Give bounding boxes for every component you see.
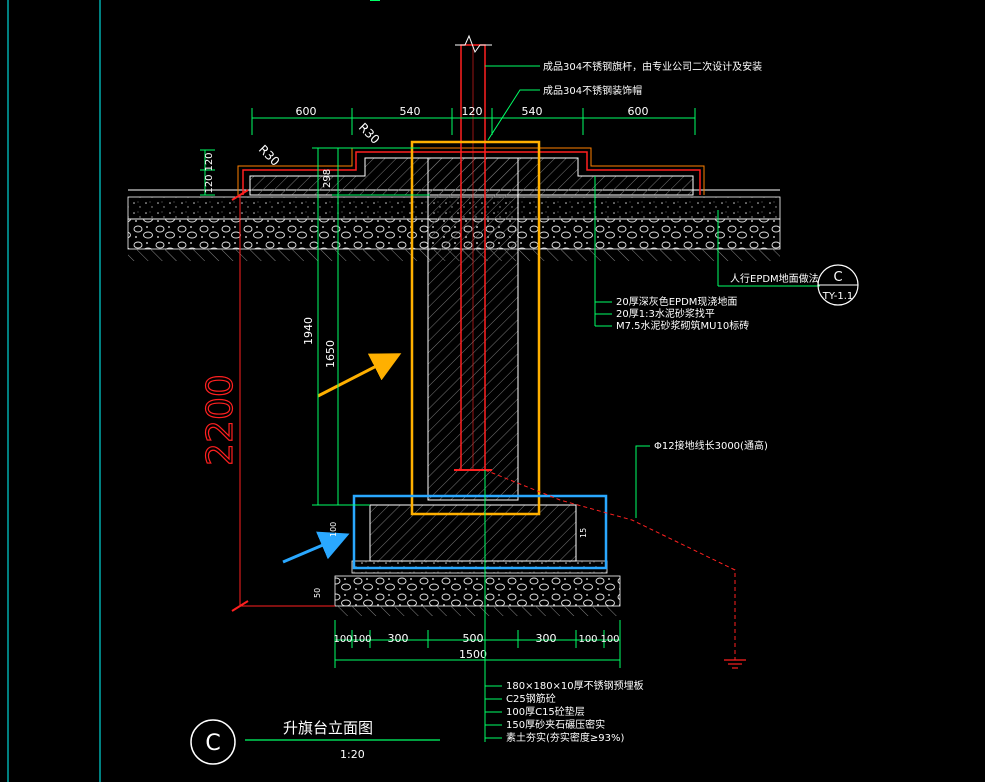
note-flagpole: 成品304不锈钢旗杆，由专业公司二次设计及安装 — [543, 60, 762, 73]
grounding-wire — [484, 469, 736, 660]
dim-1940: 1940 — [302, 317, 315, 345]
note-decor-cap: 成品304不锈钢装饰帽 — [543, 84, 642, 97]
ground-symbol — [724, 659, 746, 669]
dim-bottom-6: 100 — [578, 634, 597, 645]
dim-1650: 1650 — [324, 340, 337, 368]
leaders-top — [485, 65, 540, 141]
drawing-scale: 1:20 — [340, 748, 365, 761]
vertical-dims — [312, 147, 430, 506]
radius-right: R30 — [356, 120, 383, 147]
compacted-soil — [335, 606, 620, 616]
blue-arrow — [282, 531, 350, 564]
dim-bottom-7: 100 — [600, 634, 619, 645]
dim-bottom-2: 100 — [352, 634, 371, 645]
platform-orange-edge — [237, 147, 705, 195]
layer-top-1: 20厚深灰色EPDM现浇地面 — [616, 295, 737, 308]
radius-left: R30 — [256, 142, 283, 169]
layer-bottom-1: 180×180×10厚不锈钢预埋板 — [506, 679, 644, 692]
dim-bottom-4: 500 — [463, 632, 484, 645]
highlight-footing-box — [352, 494, 608, 570]
dim-top-3: 120 — [462, 105, 483, 118]
dim-bottom-total: 1500 — [459, 648, 487, 661]
break-symbol — [455, 34, 492, 54]
leaders-right — [594, 176, 820, 327]
dim-top-2: 540 — [400, 105, 421, 118]
step-height-1: 120 — [204, 152, 215, 171]
note-grounding: Φ12接地线长3000(通高) — [654, 439, 768, 452]
title-circle — [190, 719, 236, 765]
step-height-2: 120 — [204, 174, 215, 193]
sand-gravel-bed — [334, 575, 621, 607]
layer-bottom-2: C25钢筋砼 — [506, 692, 556, 705]
grounding-leader — [635, 445, 650, 518]
orange-arrow — [317, 353, 402, 398]
dim-bottom-3: 300 — [388, 632, 409, 645]
total-height-label: 2200 — [200, 374, 241, 466]
dim-bottom-5: 300 — [536, 632, 557, 645]
top-dimension — [251, 108, 696, 135]
layer-bottom-3: 100厚C15砼垫层 — [506, 705, 585, 718]
left-step-dims — [200, 149, 215, 196]
title-view-letter: C — [205, 731, 220, 756]
dim-top-4: 540 — [522, 105, 543, 118]
dim-small-right: 15 — [579, 528, 588, 538]
highlight-pier-box — [410, 140, 541, 516]
dim-top-5: 600 — [628, 105, 649, 118]
leaders-bottom — [484, 470, 502, 742]
dim-298: 298 — [322, 169, 333, 188]
ref-symbol-sheet: TY-1.1 — [822, 291, 854, 302]
platform-red-edge — [242, 151, 701, 195]
bottom-dimension — [334, 620, 621, 668]
total-height-tick-top — [231, 189, 249, 201]
ref-symbol-letter: C — [833, 270, 842, 285]
note-epdm-ref: 人行EPDM地面做法 — [730, 272, 819, 285]
layer-bottom-5: 素土夯实(夯实密度≥93%) — [506, 731, 625, 744]
dim-bottom-1: 100 — [333, 634, 352, 645]
layer-top-3: M7.5水泥砂浆砌筑MU10标砖 — [616, 319, 749, 332]
dim-small-left-1: 100 — [329, 522, 338, 537]
drawing-title: 升旗台立面图 — [283, 719, 373, 737]
layer-bottom-4: 150厚砂夹石碾压密实 — [506, 718, 605, 731]
dim-small-left-2: 50 — [313, 588, 322, 598]
dim-top-1: 600 — [296, 105, 317, 118]
layer-top-2: 20厚1:3水泥砂浆找平 — [616, 307, 715, 320]
